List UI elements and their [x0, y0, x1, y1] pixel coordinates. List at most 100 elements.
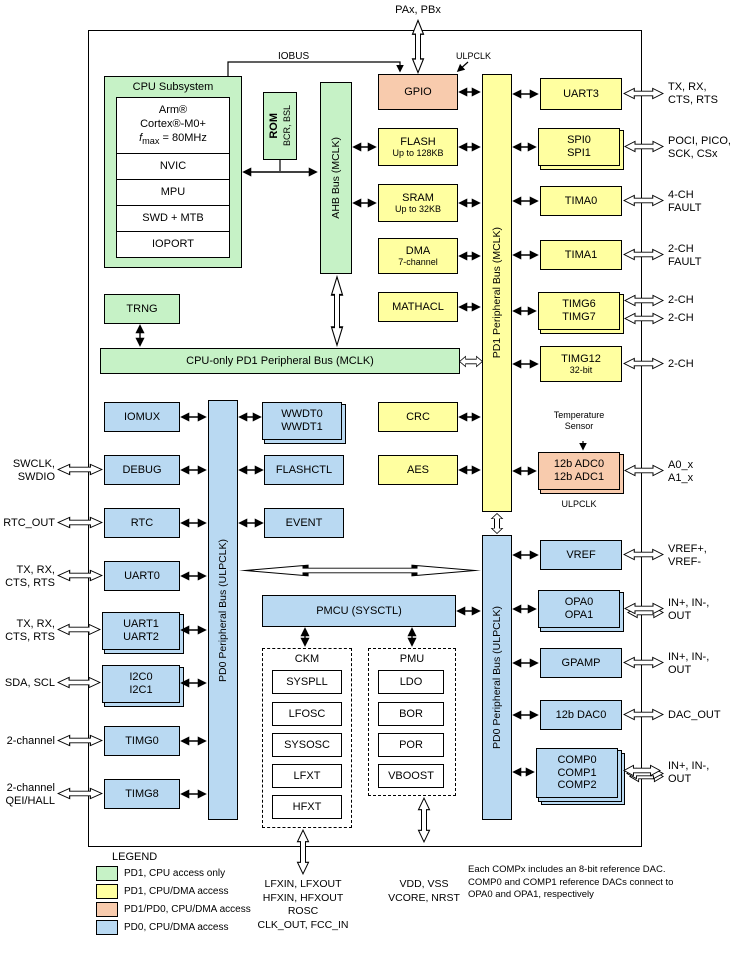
ulpclk-adc-label: ULPCLK	[561, 499, 597, 509]
gpio-block: GPIO	[378, 74, 458, 110]
legend-item-yellow: PD1, CPU/DMA access	[96, 884, 228, 899]
ldo-block: LDO	[378, 670, 444, 694]
dac-pins-label: DAC_OUT	[668, 709, 721, 721]
tima0-block: TIMA0	[540, 186, 622, 216]
legend-item-green: PD1, CPU access only	[96, 866, 225, 881]
spi-pins-label: POCI, PICO,SCK, CSx	[668, 135, 731, 160]
cpu-only-pd1-bus: CPU-only PD1 Peripheral Bus (MCLK)	[100, 348, 460, 374]
syspll-block: SYSPLL	[272, 670, 342, 694]
por-block: POR	[378, 733, 444, 757]
iomux-block: IOMUX	[104, 402, 180, 432]
rom-block: ROM BCR, BSL	[263, 92, 297, 160]
timg8-block: TIMG8	[104, 779, 180, 809]
legend-swatch-blue	[96, 920, 118, 935]
vref-pins-label: VREF+,VREF-	[668, 543, 707, 568]
cpu-row-swd-mtb: SWD + MTB	[117, 206, 229, 233]
mathacl-block: MATHACL	[378, 292, 458, 322]
comp-footnote: Each COMPx includes an 8-bit reference D…	[468, 864, 674, 900]
legend-swatch-yellow	[96, 884, 118, 899]
cpu-core-cortex: Cortex®-M0+	[140, 117, 206, 130]
comp-pins-label: IN+, IN-,OUT	[668, 760, 710, 785]
uart12-pins-label: TX, RX,CTS, RTS	[5, 618, 55, 643]
pd0-peripheral-bus-left: PD0 Peripheral Bus (ULPCLK)	[208, 400, 238, 820]
swclk-swdio-label: SWCLK,SWDIO	[12, 458, 55, 483]
cpu-core-fmax: fmax = 80MHz	[139, 132, 207, 147]
tima1-block: TIMA1	[540, 240, 622, 270]
opa-pins-label: IN+, IN-,OUT	[668, 597, 710, 622]
rtc-block: RTC	[104, 508, 180, 538]
hfxt-block: HFXT	[272, 795, 342, 819]
crc-block: CRC	[378, 402, 458, 432]
rom-title: ROM	[268, 113, 280, 139]
uart3-block: UART3	[540, 78, 622, 110]
timg6-pins-label: 2-CH	[668, 294, 694, 306]
uart3-pins-label: TX, RX,CTS, RTS	[668, 81, 718, 106]
pd0-peripheral-bus-right: PD0 Peripheral Bus (ULPCLK)	[482, 535, 512, 820]
rtc-out-label: RTC_OUT	[3, 517, 55, 529]
chip-boundary	[88, 30, 642, 847]
aes-block: AES	[378, 455, 458, 485]
cpu-subsystem-title: CPU Subsystem	[132, 81, 214, 93]
flashctl-block: FLASHCTL	[264, 455, 344, 485]
ckm-group: CKM	[262, 648, 352, 828]
pd1-bus-label: PD1 Peripheral Bus (MCLK)	[490, 227, 503, 359]
uart0-block: UART0	[104, 561, 180, 591]
cpu-row-nvic: NVIC	[117, 154, 229, 181]
gpamp-pins-label: IN+, IN-,OUT	[668, 651, 710, 676]
cpu-row-mpu: MPU	[117, 180, 229, 207]
timg0-block: TIMG0	[104, 726, 180, 756]
legend-title: LEGEND	[112, 851, 158, 863]
cpu-core-table: Arm® Cortex®-M0+ fmax = 80MHz NVIC MPU S…	[116, 96, 230, 259]
legend-item-orange: PD1/PD0, CPU/DMA access	[96, 902, 251, 917]
timg7-pins-label: 2-CH	[668, 312, 694, 324]
bor-block: BOR	[378, 702, 444, 726]
trng-block: TRNG	[104, 294, 180, 324]
uart0-pins-label: TX, RX,CTS, RTS	[5, 564, 55, 589]
ahb-bus: AHB Bus (MCLK)	[320, 82, 352, 274]
lfxt-block: LFXT	[272, 764, 342, 788]
pd0-bus-left-label: PD0 Peripheral Bus (ULPCLK)	[216, 538, 229, 682]
vboost-block: VBOOST	[378, 764, 444, 788]
pmu-group: PMU	[368, 648, 456, 796]
sysosc-block: SYSOSC	[272, 733, 342, 757]
event-block: EVENT	[264, 508, 344, 538]
lfosc-block: LFOSC	[272, 702, 342, 726]
pd0-bus-right-label: PD0 Peripheral Bus (ULPCLK)	[490, 606, 503, 749]
legend-swatch-orange	[96, 902, 118, 917]
cpu-row-ioport: IOPORT	[152, 238, 194, 251]
legend-item-blue: PD0, CPU/DMA access	[96, 920, 228, 935]
dac-block: 12b DAC0	[540, 700, 622, 730]
cpu-only-bus-label: CPU-only PD1 Peripheral Bus (MCLK)	[186, 354, 374, 367]
legend-swatch-green	[96, 866, 118, 881]
gpamp-block: GPAMP	[540, 648, 622, 678]
ulpclk-gpio-label: ULPCLK	[456, 51, 492, 61]
cpu-subsystem-block: CPU Subsystem Arm® Cortex®-M0+ fmax = 80…	[104, 76, 242, 268]
pax-pbx-label: PAx, PBx	[395, 4, 441, 16]
ahb-bus-label: AHB Bus (MCLK)	[329, 137, 342, 219]
debug-block: DEBUG	[104, 455, 180, 485]
cpu-core-cell: Arm® Cortex®-M0+ fmax = 80MHz	[117, 98, 229, 155]
cpu-core-arm: Arm®	[158, 103, 188, 116]
pmu-title: PMU	[399, 653, 425, 665]
i2c-pins-label: SDA, SCL	[4, 677, 55, 689]
pd1-peripheral-bus: PD1 Peripheral Bus (MCLK)	[482, 74, 512, 512]
